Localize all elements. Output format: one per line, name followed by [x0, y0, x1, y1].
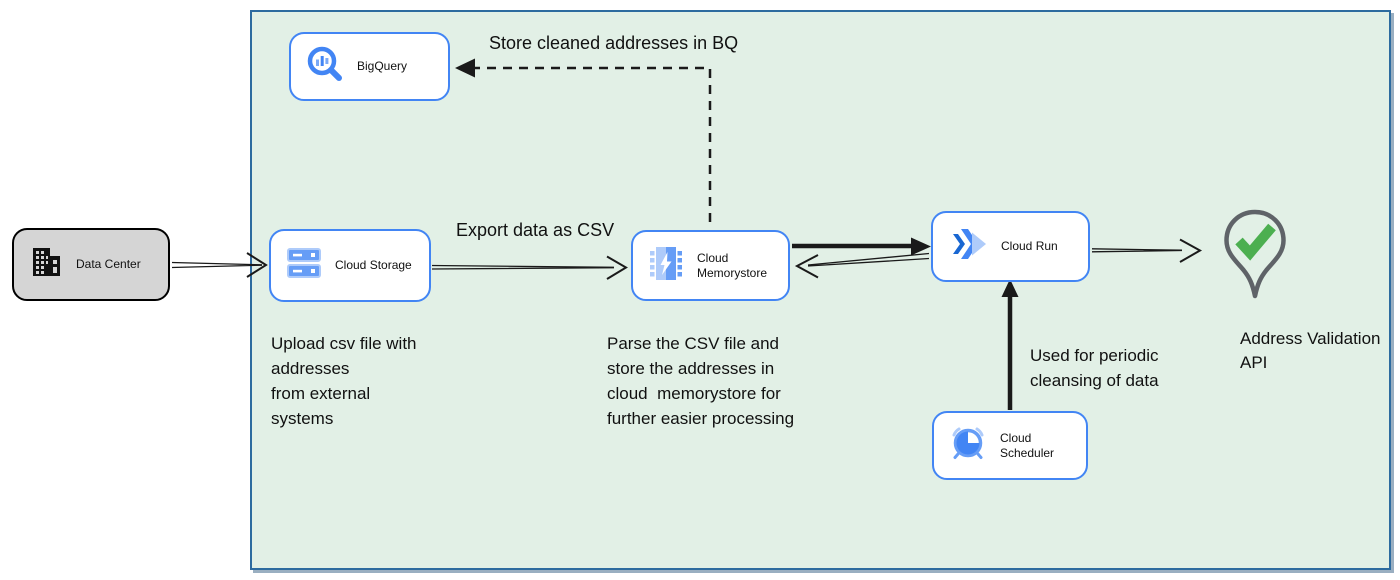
map-pin-check-icon — [1222, 208, 1288, 308]
node-label: Cloud Scheduler — [1000, 430, 1055, 460]
node-label: Cloud Run — [1001, 239, 1058, 253]
gcp-zone-container — [250, 10, 1391, 570]
node-bigquery: BigQuery — [289, 32, 450, 101]
annotation-export-csv: Export data as CSV — [456, 220, 615, 240]
address-validation-api-label: Address Validation API — [1240, 329, 1381, 372]
node-cloud-scheduler: Cloud Scheduler — [932, 411, 1088, 480]
annotation-upload-note: Upload csv file with addresses from exte… — [271, 334, 417, 428]
node-label: Cloud Memorystore — [697, 250, 768, 280]
node-cloud-storage: Cloud Storage — [269, 229, 431, 302]
bigquery-magnifier-icon — [305, 44, 345, 89]
scheduler-alarm-clock-icon — [948, 424, 988, 467]
node-cloud-run: Cloud Run — [931, 211, 1090, 282]
annotation-periodic-note: Used for periodic cleansing of data — [1030, 346, 1159, 390]
annotation-parse-note: Parse the CSV file and store the address… — [607, 334, 795, 428]
storage-bars-icon — [285, 246, 323, 285]
node-label: Data Center — [76, 257, 141, 271]
building-icon — [28, 245, 64, 284]
cloud-run-chevrons-icon — [947, 224, 989, 269]
node-data-center: Data Center — [12, 228, 170, 301]
memorystore-chip-icon — [647, 243, 685, 288]
node-cloud-memorystore: Cloud Memorystore — [631, 230, 790, 301]
node-label: BigQuery — [357, 59, 408, 73]
node-label: Cloud Storage — [335, 258, 412, 272]
annotation-store-cleaned: Store cleaned addresses in BQ — [489, 33, 739, 53]
